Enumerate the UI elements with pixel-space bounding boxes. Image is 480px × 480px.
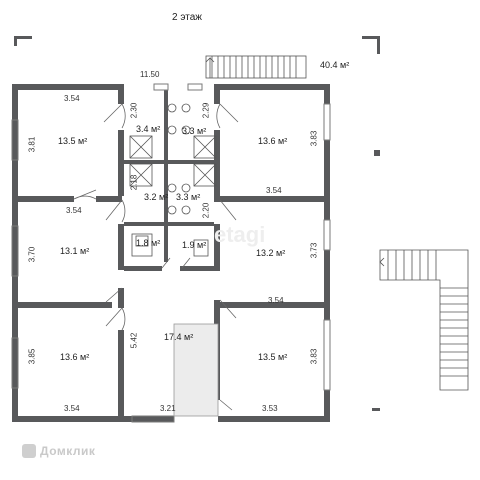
dim-br-height: 3.83 <box>309 348 319 365</box>
dim-tr-height: 3.83 <box>309 130 319 147</box>
windows <box>11 83 331 423</box>
dim-hall-height: 5.42 <box>129 332 139 349</box>
terrace-area: 40.4 м² <box>320 60 350 70</box>
dim-bl-width: 3.54 <box>64 404 80 413</box>
domclick-watermark: Домклик <box>22 444 95 458</box>
dim-b4-height: 2.20 <box>201 202 211 219</box>
floor-title: 2 этаж <box>172 12 202 23</box>
dim-b2-height: 2.29 <box>201 102 211 119</box>
side-staircase <box>379 249 469 391</box>
dim-mr-height: 3.73 <box>309 242 319 259</box>
room-top-right-area: 13.6 м² <box>258 136 288 146</box>
etagi-watermark: etagi <box>214 222 266 247</box>
dim-mr-width: 3.54 <box>268 296 284 305</box>
terrace-outline <box>14 36 380 411</box>
bath-1-area: 3.4 м² <box>136 124 161 134</box>
dim-hall-width: 3.21 <box>160 404 176 413</box>
domclick-text: Домклик <box>40 444 96 458</box>
bath-3-area: 3.2 м² <box>144 192 169 202</box>
dim-top-width: 11.50 <box>140 70 160 79</box>
bath-2-area: 3.3 м² <box>182 126 207 136</box>
dim-bl-height: 3.85 <box>27 348 37 365</box>
doors <box>73 103 239 411</box>
dim-ml-width: 3.54 <box>66 206 82 215</box>
bath-6-area: 1.9 м² <box>182 240 207 250</box>
room-top-left-area: 13.5 м² <box>58 136 88 146</box>
bathroom-fixtures <box>129 103 217 257</box>
room-bottom-right-area: 13.5 м² <box>258 352 288 362</box>
hall-stair-well <box>173 323 219 417</box>
dim-b3-height: 2.18 <box>129 174 139 191</box>
dim-tl-width: 3.54 <box>64 94 80 103</box>
room-bottom-left-area: 13.6 м² <box>60 352 90 362</box>
domclick-logo-icon <box>22 444 36 458</box>
bath-5-area: 1.8 м² <box>136 238 161 248</box>
room-mid-right-area: 13.2 м² <box>256 248 286 258</box>
top-staircase <box>205 55 307 79</box>
dim-ml-height: 3.70 <box>27 246 37 263</box>
hall-area: 17.4 м² <box>164 332 194 342</box>
dim-br-width: 3.53 <box>262 404 278 413</box>
bath-4-area: 3.3 м² <box>176 192 201 202</box>
room-mid-left-area: 13.1 м² <box>60 246 90 256</box>
dim-tr-width: 3.54 <box>266 186 282 195</box>
dim-tl-height: 3.81 <box>27 136 37 153</box>
dim-b1-height: 2.30 <box>129 102 139 119</box>
